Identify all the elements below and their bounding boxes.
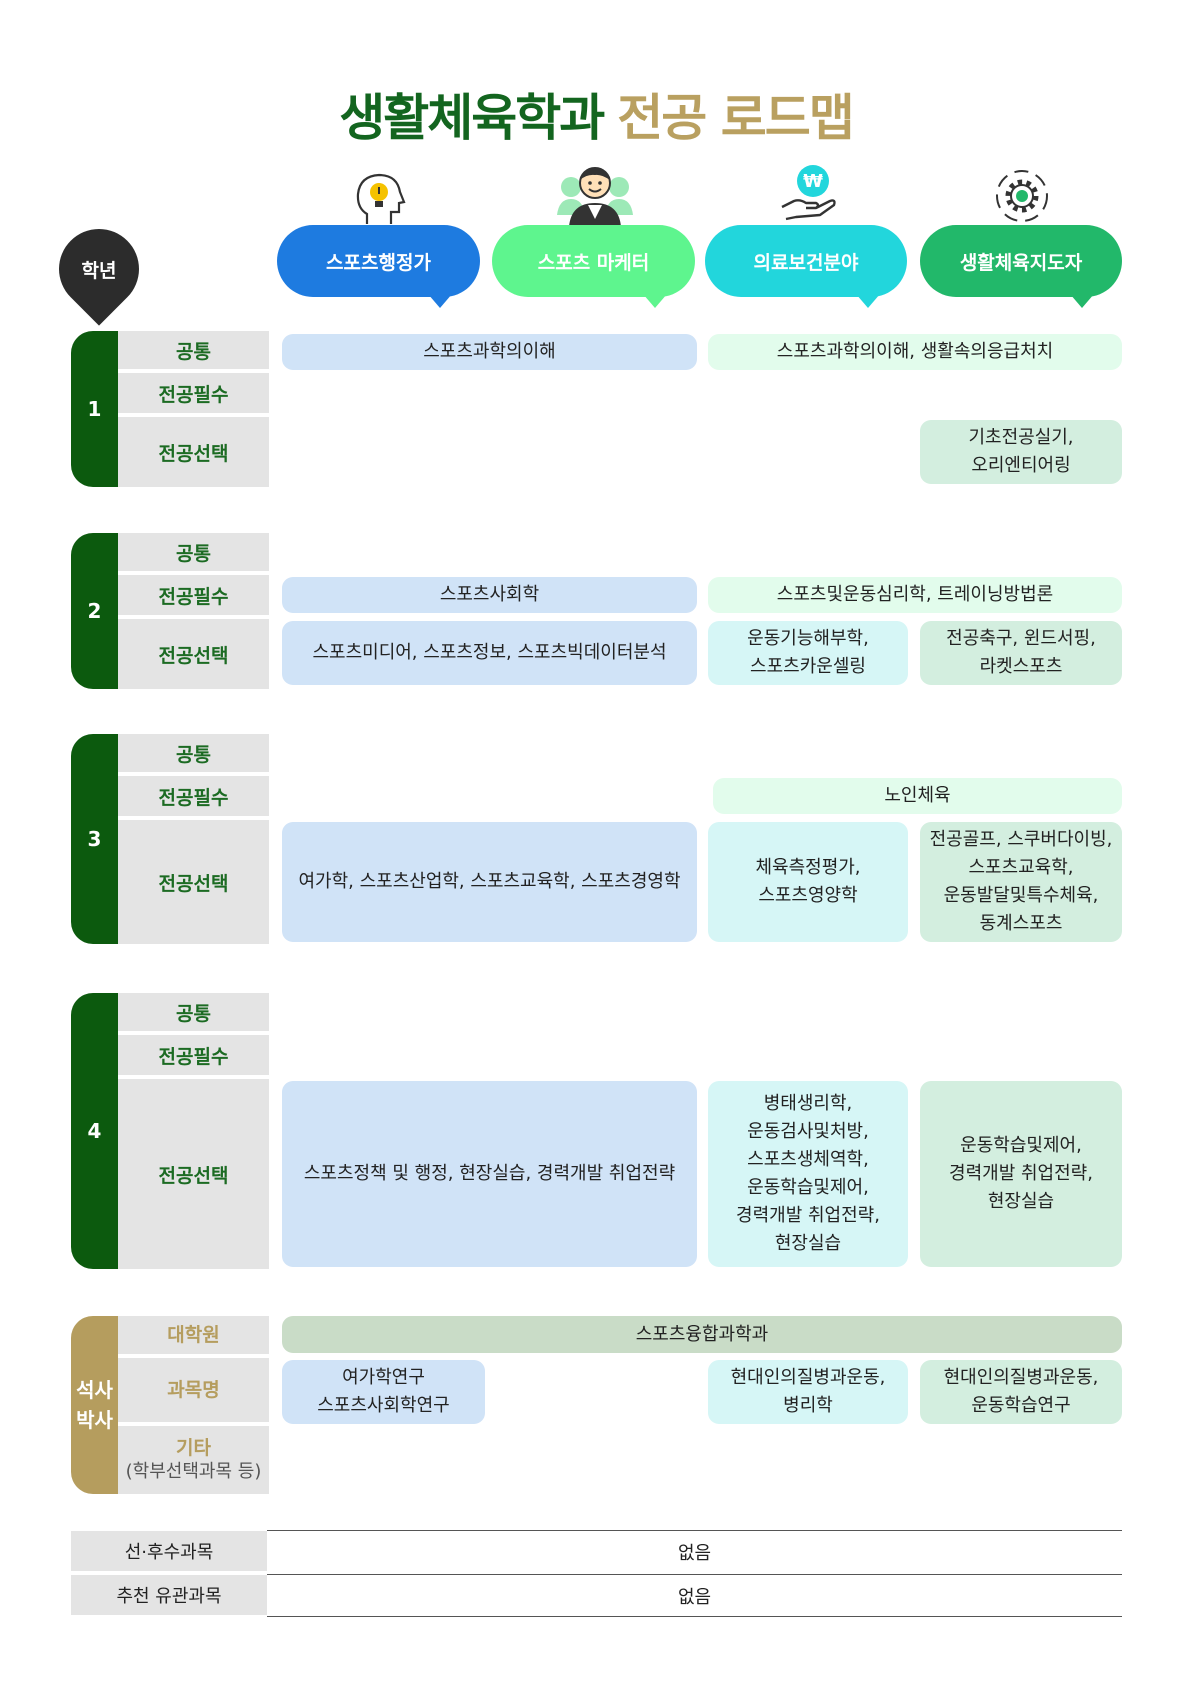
row-label-elective: 전공선택 — [118, 619, 269, 689]
title-part2: 전공 로드맵 — [617, 89, 854, 147]
course-cell: 스포츠융합과학과 — [282, 1316, 1122, 1353]
course-cell: 스포츠및운동심리학, 트레이닝방법론 — [708, 577, 1122, 613]
bubble-tail — [856, 294, 880, 308]
related-course-value: 없음 — [267, 1574, 1122, 1616]
course-cell: 스포츠정책 및 행정, 현장실습, 경력개발 취업전략 — [282, 1081, 697, 1267]
year-number: 4 — [87, 1119, 102, 1143]
prerequisite-label: 선·후수과목 — [71, 1531, 267, 1571]
row-label-text: 공통 — [176, 743, 211, 766]
row-label-text: 공통 — [176, 1002, 211, 1025]
row-label-text: 대학원 — [167, 1324, 220, 1346]
row-label-text: 기타 — [176, 1437, 211, 1459]
prerequisite-value: 없음 — [267, 1530, 1122, 1573]
course-cell: 운동학습및제어, 경력개발 취업전략, 현장실습 — [920, 1081, 1122, 1267]
person-icon — [555, 165, 635, 227]
course-cell: 체육측정평가, 스포츠영양학 — [708, 822, 908, 942]
career-bubble-medical: 의료보건분야 — [705, 225, 907, 297]
course-cell: 운동기능해부학, 스포츠카운셀링 — [708, 621, 908, 685]
course-cell: 전공골프, 스쿠버다이빙, 스포츠교육학, 운동발달및특수체육, 동계스포츠 — [920, 822, 1122, 942]
bubble-tail — [643, 294, 667, 308]
row-label-text: 공통 — [176, 340, 211, 363]
row-label-subtext: (학부선택과목 등) — [125, 1461, 262, 1482]
row-label-elective: 전공선택 — [118, 417, 269, 487]
course-cell: 노인체육 — [713, 778, 1122, 814]
row-label-text: 전공선택 — [158, 872, 229, 895]
career-bubble-marketer: 스포츠 마케터 — [492, 225, 695, 297]
career-bubble-instructor: 생활체육지도자 — [920, 225, 1122, 297]
career-label-marketer: 스포츠 마케터 — [537, 251, 650, 274]
bubble-tail — [1070, 294, 1094, 308]
row-label-common: 공통 — [118, 331, 269, 369]
course-cell: 전공축구, 윈드서핑, 라켓스포츠 — [920, 621, 1122, 685]
gear-icon — [992, 166, 1052, 226]
row-label-school: 대학원 — [118, 1316, 269, 1354]
grad-bar: 석사 박사 — [71, 1316, 118, 1494]
course-cell: 여가학연구 스포츠사회학연구 — [282, 1360, 485, 1424]
year-number: 3 — [87, 827, 102, 851]
course-cell: 스포츠사회학 — [282, 577, 697, 613]
row-label-text: 전공필수 — [158, 585, 229, 608]
row-label-elective: 전공선택 — [118, 1079, 269, 1269]
year-number: 2 — [87, 599, 102, 623]
row-label-common: 공통 — [118, 734, 269, 772]
row-label-text: 전공선택 — [158, 644, 229, 667]
row-label-common: 공통 — [118, 993, 269, 1031]
row-label-other: 기타 (학부선택과목 등) — [118, 1426, 269, 1494]
money-hand-icon: ₩ — [780, 163, 840, 221]
career-label-instructor: 생활체육지도자 — [959, 251, 1083, 274]
row-label-required: 전공필수 — [118, 575, 269, 615]
course-cell: 병태생리학, 운동검사및처방, 스포츠생체역학, 운동학습및제어, 경력개발 취… — [708, 1081, 908, 1267]
table-bottom-rule — [267, 1616, 1122, 1617]
title-part1: 생활체육학과 — [339, 89, 605, 147]
course-cell: 현대인의질병과운동, 운동학습연구 — [920, 1360, 1122, 1424]
course-cell: 스포츠과학의이해 — [282, 334, 697, 370]
year-bar-3: 3 — [71, 734, 118, 944]
row-label-text: 전공선택 — [158, 1164, 229, 1187]
career-label-admin: 스포츠행정가 — [326, 251, 431, 274]
row-label-required: 전공필수 — [118, 373, 269, 413]
year-bar-4: 4 — [71, 993, 118, 1269]
row-label-text: 과목명 — [167, 1379, 220, 1401]
row-label-required: 전공필수 — [118, 1035, 269, 1075]
grade-label: 학년 — [81, 259, 117, 282]
lightbulb-head-icon — [353, 170, 407, 226]
course-cell: 스포츠과학의이해, 생활속의응급처치 — [708, 334, 1122, 370]
row-label-common: 공통 — [118, 533, 269, 571]
row-label-text: 전공필수 — [158, 1045, 229, 1068]
course-cell: 스포츠미디어, 스포츠정보, 스포츠빅데이터분석 — [282, 621, 697, 685]
bubble-tail — [428, 294, 452, 308]
year-bar-2: 2 — [71, 533, 118, 689]
svg-text:₩: ₩ — [803, 171, 823, 192]
row-label-text: 전공필수 — [158, 383, 229, 406]
row-label-required: 전공필수 — [118, 776, 269, 816]
related-course-label: 추천 유관과목 — [71, 1575, 267, 1615]
career-label-medical: 의료보건분야 — [753, 251, 859, 274]
career-bubble-admin: 스포츠행정가 — [277, 225, 480, 297]
year-number: 1 — [87, 397, 102, 421]
course-cell: 현대인의질병과운동, 병리학 — [708, 1360, 908, 1424]
course-cell: 기초전공실기, 오리엔티어링 — [920, 420, 1122, 484]
row-label-courses: 과목명 — [118, 1358, 269, 1422]
row-label-text: 전공필수 — [158, 786, 229, 809]
row-label-text: 전공선택 — [158, 442, 229, 465]
year-bar-1: 1 — [71, 331, 118, 487]
row-label-text: 공통 — [176, 542, 211, 565]
row-label-elective: 전공선택 — [118, 820, 269, 944]
course-cell: 여가학, 스포츠산업학, 스포츠교육학, 스포츠경영학 — [282, 822, 697, 942]
